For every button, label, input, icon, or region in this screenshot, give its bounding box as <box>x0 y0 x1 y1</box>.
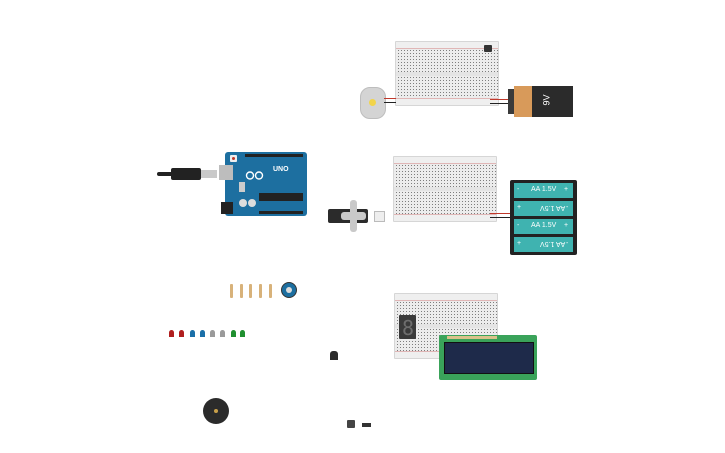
lcd-16x2[interactable] <box>439 335 537 380</box>
dc-motor[interactable] <box>360 87 386 119</box>
lcd-pin-header <box>447 336 497 339</box>
breadboard-middle[interactable] <box>393 156 497 222</box>
potentiometer-knob <box>286 287 292 293</box>
led-white[interactable] <box>210 330 215 337</box>
led-green[interactable] <box>240 330 245 337</box>
power-jack <box>221 202 233 214</box>
battery-9v[interactable]: 9V <box>508 86 573 117</box>
motor-shaft-icon <box>369 99 376 106</box>
temperature-sensor[interactable] <box>330 351 338 360</box>
reset-button-cap <box>232 157 235 160</box>
servo-connector <box>374 211 385 222</box>
aa-pack-wire-black <box>490 217 512 218</box>
piezo-buzzer[interactable] <box>203 398 229 424</box>
usb-cable[interactable] <box>157 168 227 180</box>
usb-plug-body <box>171 168 201 180</box>
seven-segment-digit: 8 <box>402 316 415 340</box>
aa-pack-wire-red <box>490 213 512 214</box>
aa-cell-2: + AA 1.5V - <box>514 201 573 216</box>
battery-9v-terminal <box>508 89 514 114</box>
battery-9v-body: 9V <box>532 86 573 117</box>
resistor[interactable] <box>249 284 252 298</box>
microcontroller-chip <box>259 193 303 201</box>
header-top <box>245 154 303 157</box>
seven-segment-display[interactable]: 8 <box>399 315 416 340</box>
resistor[interactable] <box>230 284 233 298</box>
resistor[interactable] <box>240 284 243 298</box>
servo-horn-cross <box>341 212 366 220</box>
battery-9v-cap <box>514 86 532 117</box>
capacitor-2 <box>248 199 256 207</box>
battery-9v-wire-black <box>490 103 508 104</box>
arduino-uno[interactable]: UNO <box>219 152 307 216</box>
resistor[interactable] <box>259 284 262 298</box>
breadboard-top[interactable] <box>395 41 499 106</box>
reset-button[interactable] <box>230 155 237 162</box>
usb-port <box>219 165 233 180</box>
motor-wire-black <box>384 102 396 103</box>
led-white[interactable] <box>220 330 225 337</box>
battery-9v-label: 9V <box>541 94 552 106</box>
buzzer-center <box>214 409 218 413</box>
resistor[interactable] <box>269 284 272 298</box>
aa-battery-pack[interactable]: - AA 1.5V + + AA 1.5V - - AA 1.5V + + AA… <box>510 180 577 255</box>
led-blue[interactable] <box>200 330 205 337</box>
servo-motor[interactable] <box>328 200 385 232</box>
usb-cable-wire <box>157 172 173 176</box>
led-red[interactable] <box>179 330 184 337</box>
arduino-logo-icon <box>245 167 267 180</box>
aa-cell-4: + AA 1.5V - <box>514 237 573 252</box>
led-green[interactable] <box>231 330 236 337</box>
potentiometer[interactable] <box>281 282 297 298</box>
battery-9v-wire-red <box>490 99 508 100</box>
aa-cell-3: - AA 1.5V + <box>514 219 573 234</box>
motor-wire-red <box>384 98 396 99</box>
capacitor-1 <box>239 199 247 207</box>
header-bottom <box>259 211 303 214</box>
usb-plug-metal <box>201 170 217 178</box>
led-blue[interactable] <box>190 330 195 337</box>
arduino-model-label: UNO <box>273 166 289 173</box>
aa-cell-1: - AA 1.5V + <box>514 183 573 198</box>
pushbutton[interactable] <box>347 420 355 428</box>
slide-switch[interactable] <box>362 423 371 427</box>
lcd-screen <box>444 342 534 374</box>
led-red[interactable] <box>169 330 174 337</box>
crystal <box>239 182 245 192</box>
pushbutton-on-breadboard[interactable] <box>484 45 492 52</box>
